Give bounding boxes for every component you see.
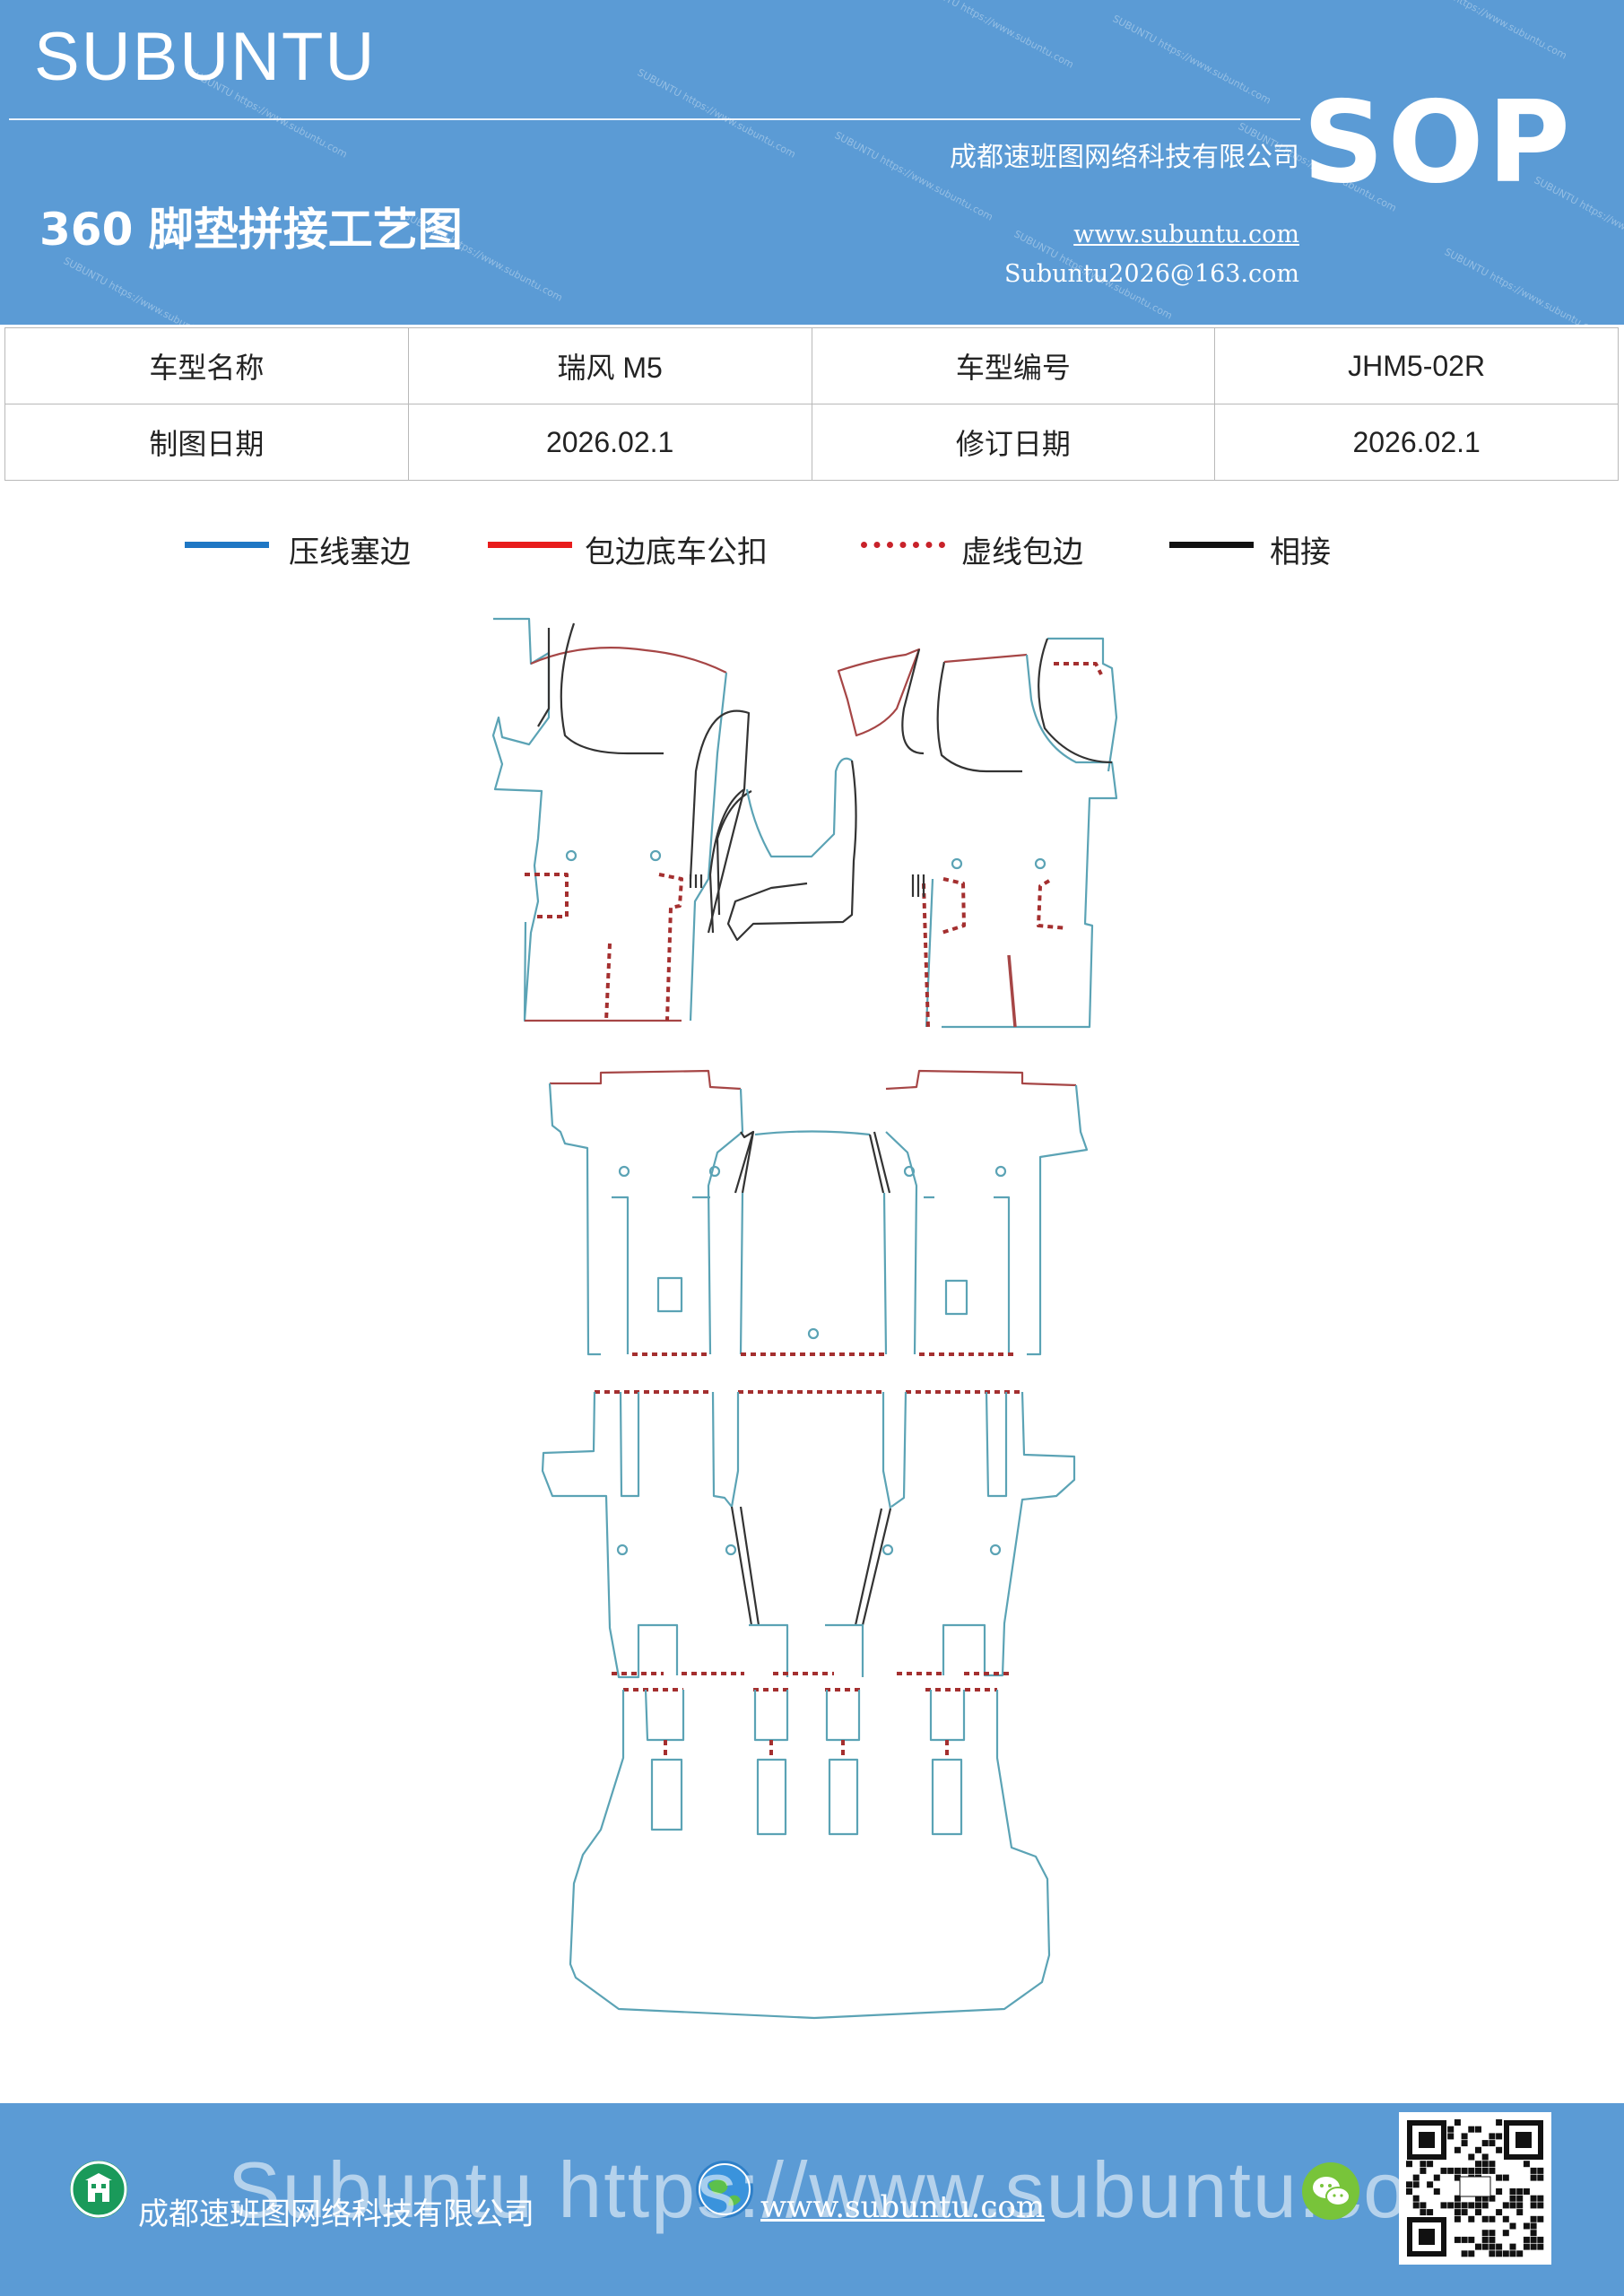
value-cell: 瑞风 M5: [407, 327, 812, 404]
value-cell: 2026.02.1: [1214, 404, 1619, 481]
floor-mat-splicing-diagram: [491, 617, 1118, 2020]
label-cell: 制图日期: [4, 404, 409, 481]
label-cell: 修订日期: [811, 404, 1216, 481]
header-company-name: 成都速班图网络科技有限公司: [950, 142, 1299, 173]
footer-company-name: 成都速班图网络科技有限公司: [138, 2196, 534, 2232]
trunk-mat: [569, 1688, 1051, 2020]
middle-right-mat: [885, 1069, 1089, 1356]
globe-icon: [696, 2161, 753, 2218]
legend-swatch: [1169, 542, 1254, 548]
header-website-link[interactable]: www.subuntu.com: [1073, 221, 1299, 248]
footer-website-link[interactable]: www.subuntu.com: [760, 2189, 1046, 2225]
header-divider: [9, 118, 1300, 120]
rear-right-mat: [881, 1390, 1076, 1677]
label-cell: 车型名称: [4, 327, 409, 404]
front-left-mat: [491, 617, 728, 1022]
building-icon: [70, 2161, 127, 2218]
front-right-mat: [837, 637, 1118, 1029]
legend-swatch: [488, 542, 572, 548]
rear-center-tunnel: [730, 1390, 892, 1677]
footer-watermark-text: Subuntu https://www.subuntu.com: [228, 2145, 1477, 2234]
header-banner: SUBUNTU 成都速班图网络科技有限公司 360 脚垫拼接工艺图 www.su…: [0, 0, 1624, 325]
value-cell: JHM5-02R: [1214, 327, 1619, 404]
wechat-icon: [1302, 2162, 1359, 2220]
page-title: 360 脚垫拼接工艺图: [39, 204, 463, 256]
legend-swatch: [185, 542, 269, 548]
vehicle-info-table: 车型名称 瑞风 M5 车型编号 JHM5-02R 制图日期 2026.02.1 …: [4, 327, 1619, 481]
brand-logo-text: SUBUNTU: [34, 19, 377, 95]
qr-code: [1399, 2112, 1551, 2265]
rear-left-mat: [541, 1390, 744, 1679]
middle-left-mat: [548, 1069, 744, 1356]
sop-badge: SOP: [1302, 76, 1574, 208]
legend-label: 虚线包边: [961, 535, 1083, 570]
middle-center-tunnel: [734, 1130, 891, 1356]
legend-label: 包边底车公扣: [585, 535, 768, 570]
legend-label: 压线塞边: [289, 535, 411, 570]
header-email: Subuntu2026@163.com: [1004, 260, 1299, 288]
footer-banner: 成都速班图网络科技有限公司 www.subuntu.com Subuntu ht…: [0, 2103, 1624, 2296]
table-row: 制图日期 2026.02.1 修订日期 2026.02.1: [4, 404, 1619, 481]
line-legend: 压线塞边 包边底车公扣 虚线包边 相接: [0, 522, 1624, 576]
table-row: 车型名称 瑞风 M5 车型编号 JHM5-02R: [4, 327, 1619, 404]
label-cell: 车型编号: [811, 327, 1216, 404]
legend-swatch: [861, 542, 945, 548]
value-cell: 2026.02.1: [407, 404, 812, 481]
front-center-tunnel: [689, 709, 857, 942]
legend-label: 相接: [1270, 535, 1331, 570]
